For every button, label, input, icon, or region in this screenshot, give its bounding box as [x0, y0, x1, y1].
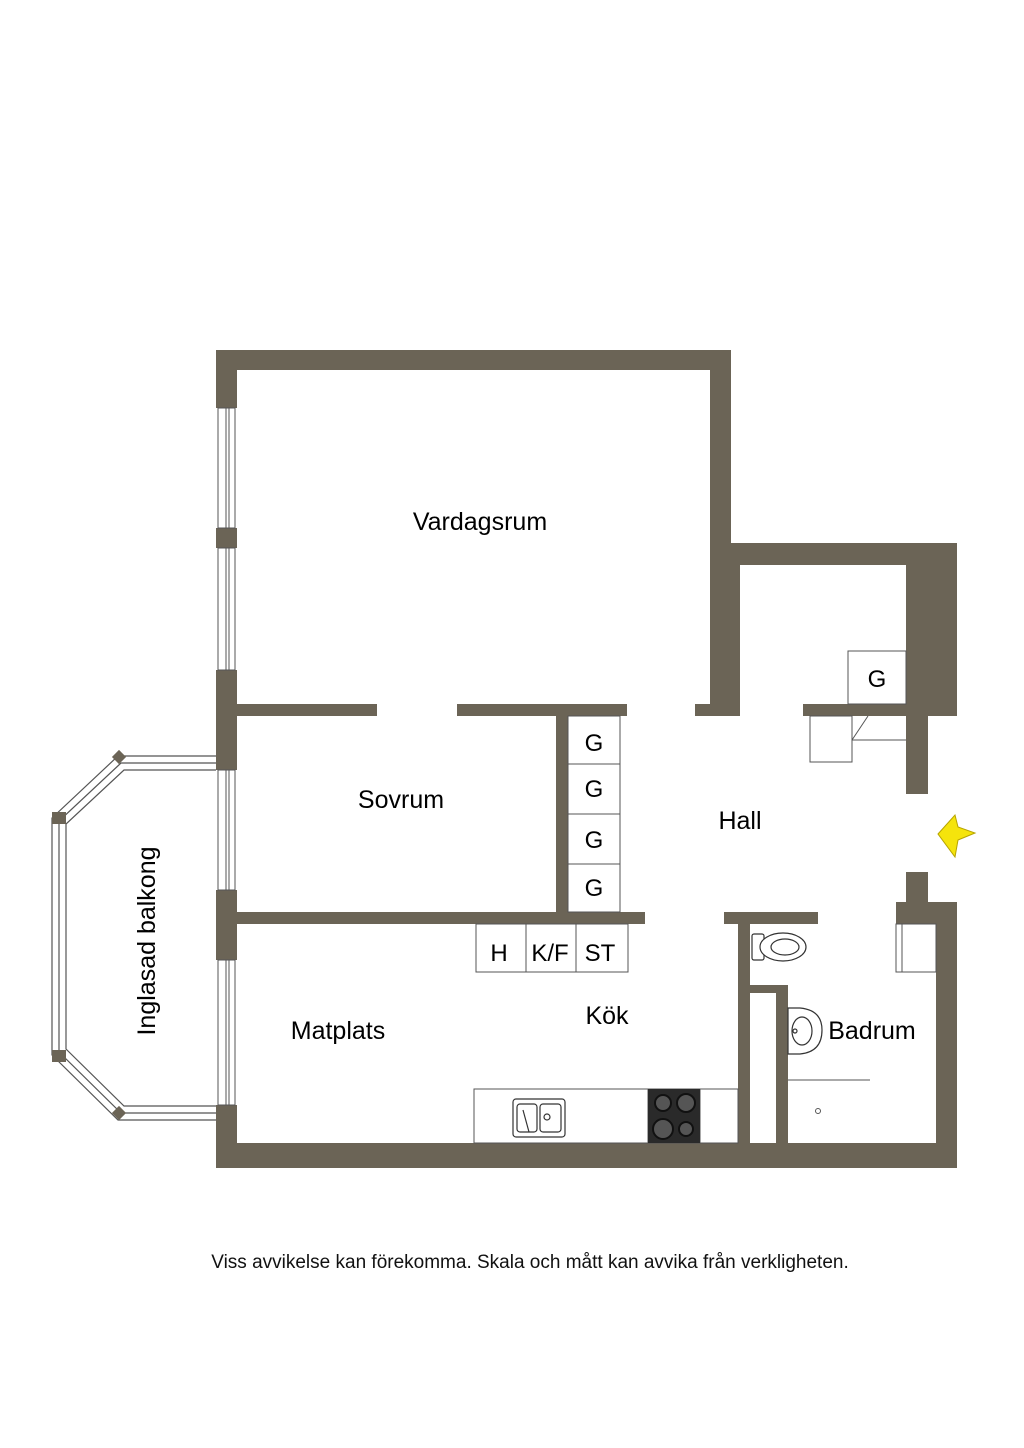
room-label-kok: Kök — [585, 1002, 629, 1030]
wardrobe-label: G — [585, 875, 604, 902]
disclaimer-text: Viss avvikelse kan förekomma. Skala och … — [211, 1252, 849, 1273]
toilet-icon — [751, 932, 807, 962]
wardrobes — [567, 650, 907, 913]
glazed-balcony — [51, 749, 216, 1121]
room-label-sovrum: Sovrum — [358, 786, 444, 814]
room-label-vardagsrum: Vardagsrum — [413, 508, 547, 536]
entrance-arrow-icon — [937, 813, 977, 859]
wardrobe-label: G — [585, 827, 604, 854]
washbasin-icon — [787, 1007, 823, 1055]
sink-icon — [512, 1098, 566, 1138]
room-label-hall: Hall — [718, 807, 761, 835]
fridge-label: K/F — [531, 940, 568, 967]
walls — [216, 350, 957, 1168]
hall-bench — [809, 715, 937, 973]
room-label-badrum: Badrum — [828, 1017, 916, 1045]
wardrobe-label: G — [585, 730, 604, 757]
room-label-balkong: Inglasad balkong — [133, 846, 161, 1035]
shower-area — [788, 1079, 870, 1114]
stove-icon — [648, 1089, 700, 1143]
windows — [217, 407, 236, 1106]
wardrobe-label: G — [868, 666, 887, 693]
cupboard-label: ST — [585, 940, 616, 967]
hood-label: H — [490, 940, 507, 967]
wardrobe-label: G — [585, 776, 604, 803]
room-label-matplats: Matplats — [291, 1017, 385, 1045]
